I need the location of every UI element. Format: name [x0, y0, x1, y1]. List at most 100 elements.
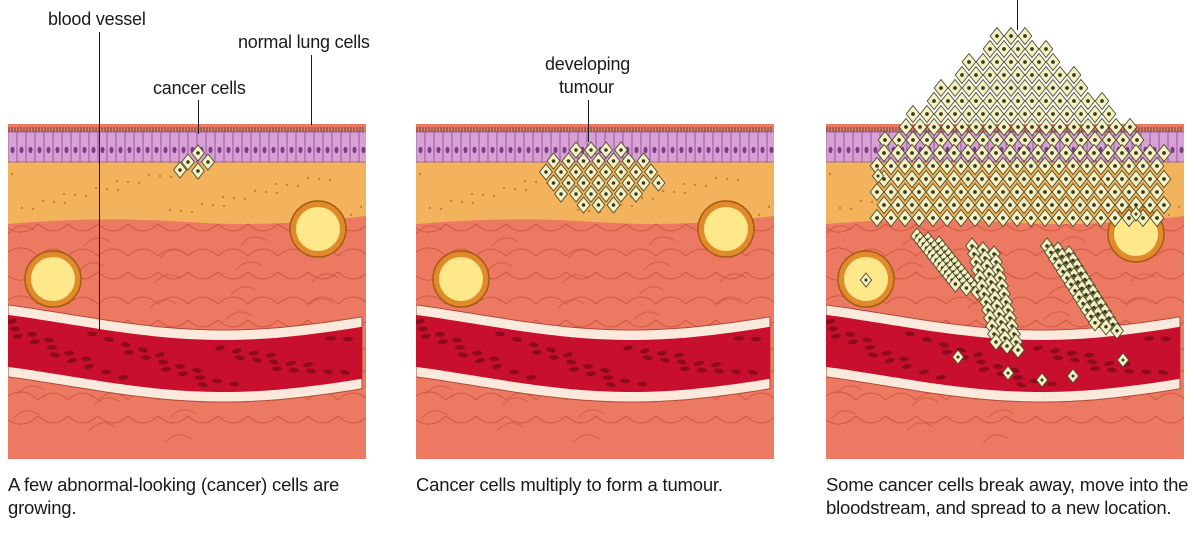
muscle-fibre	[572, 434, 600, 444]
cancer-cell	[606, 174, 621, 192]
blood-cell	[161, 366, 171, 372]
blood-cell	[586, 371, 596, 377]
blood-cell	[421, 333, 431, 339]
blood-cell	[13, 333, 23, 339]
blood-cell	[734, 336, 744, 341]
cancer-cell	[629, 185, 643, 203]
tissue-speckle	[1135, 177, 1139, 181]
tissue-speckle	[934, 188, 938, 192]
cancer-cell	[1038, 91, 1054, 111]
cancer-cell	[982, 91, 998, 111]
blood-cell	[942, 349, 952, 355]
cancer-cell	[1003, 26, 1019, 46]
muscle-fibre	[83, 237, 111, 247]
blood-cell	[175, 364, 185, 369]
cancer-cell	[975, 52, 991, 72]
cancer-cell	[1017, 104, 1033, 124]
gland-core	[31, 257, 75, 301]
cancer-cell	[1101, 104, 1117, 124]
tissue-speckle	[849, 207, 853, 211]
cancer-cell	[1024, 91, 1040, 111]
blood-cell	[81, 356, 91, 362]
tissue-speckle	[933, 179, 937, 183]
cancer-cell	[919, 104, 935, 124]
leader-developing-tumour	[588, 100, 590, 142]
cell-nucleus	[46, 146, 51, 154]
cancer-cell	[614, 163, 628, 181]
muscle-fibre	[78, 262, 106, 272]
blood-cell	[697, 367, 707, 373]
cancer-cell	[1059, 78, 1075, 98]
muscle-fibre	[93, 397, 121, 407]
blood-cell	[286, 360, 296, 367]
cancer-cell	[1010, 91, 1026, 111]
cancer-cell	[1003, 104, 1019, 124]
blood-cell	[178, 371, 188, 377]
blood-cell	[438, 339, 448, 345]
cell-nucleus	[73, 146, 78, 154]
tissue-speckle	[683, 191, 687, 195]
cancer-cell	[982, 65, 998, 85]
tissue-speckle	[1124, 176, 1128, 180]
blood-cell	[509, 369, 519, 375]
cancer-cell	[1038, 65, 1054, 85]
cell-nucleus	[208, 146, 213, 154]
cell-nucleus	[1161, 146, 1166, 154]
blood-cell	[922, 336, 932, 342]
blood-cell	[882, 350, 892, 356]
cancer-cell	[554, 163, 568, 181]
tissue-speckle	[619, 203, 623, 207]
caption: A few abnormal-looking (cancer) cells ar…	[8, 474, 340, 518]
cancer-cell	[989, 52, 1005, 72]
muscle-fibre	[1043, 311, 1071, 321]
cell-nucleus	[91, 146, 96, 154]
blood-cell	[1104, 360, 1114, 367]
cell-nucleus	[855, 146, 860, 154]
blood-cell	[1158, 369, 1168, 375]
cilia	[416, 127, 772, 132]
tissue-speckle	[169, 175, 173, 179]
cancer-cell	[584, 185, 598, 203]
tissue-speckle	[630, 204, 634, 208]
cell-nucleus	[262, 146, 267, 154]
tissue-speckle	[253, 189, 257, 193]
muscle-fibre	[17, 385, 45, 395]
normal-lung-cell	[766, 131, 774, 163]
blood-cell	[826, 318, 835, 325]
blood-cell	[526, 374, 536, 380]
gland-core	[704, 207, 748, 251]
cell-nucleus	[253, 146, 258, 154]
cell-nucleus	[307, 146, 312, 154]
cancer-cell	[584, 163, 598, 181]
muscle-fibre	[562, 274, 590, 284]
tissue-speckle	[232, 196, 236, 200]
cell-nucleus	[109, 146, 114, 154]
cancer-cell	[926, 91, 942, 111]
cell-nucleus	[136, 146, 141, 154]
cancer-cell	[1017, 52, 1033, 72]
tissue-speckle	[31, 207, 35, 211]
cancer-cell	[576, 174, 591, 192]
leader-blood-vessel	[99, 32, 101, 332]
gland-core	[439, 257, 483, 301]
cancer-cell	[1087, 104, 1103, 124]
cancer-cell	[1066, 65, 1082, 85]
tissue-speckle	[880, 192, 884, 196]
muscle-fibre	[416, 225, 443, 235]
cancer-cell	[1038, 39, 1054, 59]
blood-cell	[452, 337, 462, 343]
cancer-cell	[933, 78, 949, 98]
blood-cell	[30, 339, 40, 345]
gland-core	[1114, 212, 1158, 256]
muscle-fibre	[164, 434, 192, 444]
blood-cell	[976, 359, 986, 365]
cancer-cell	[651, 174, 666, 192]
blood-cell	[1050, 348, 1060, 354]
cell-nucleus	[1143, 146, 1148, 154]
cell-nucleus	[828, 146, 833, 154]
tissue-speckle	[965, 173, 969, 177]
tissue-speckle	[859, 199, 863, 203]
blood-cell	[492, 363, 502, 369]
cell-nucleus	[990, 146, 995, 154]
blood-cell	[751, 336, 761, 342]
